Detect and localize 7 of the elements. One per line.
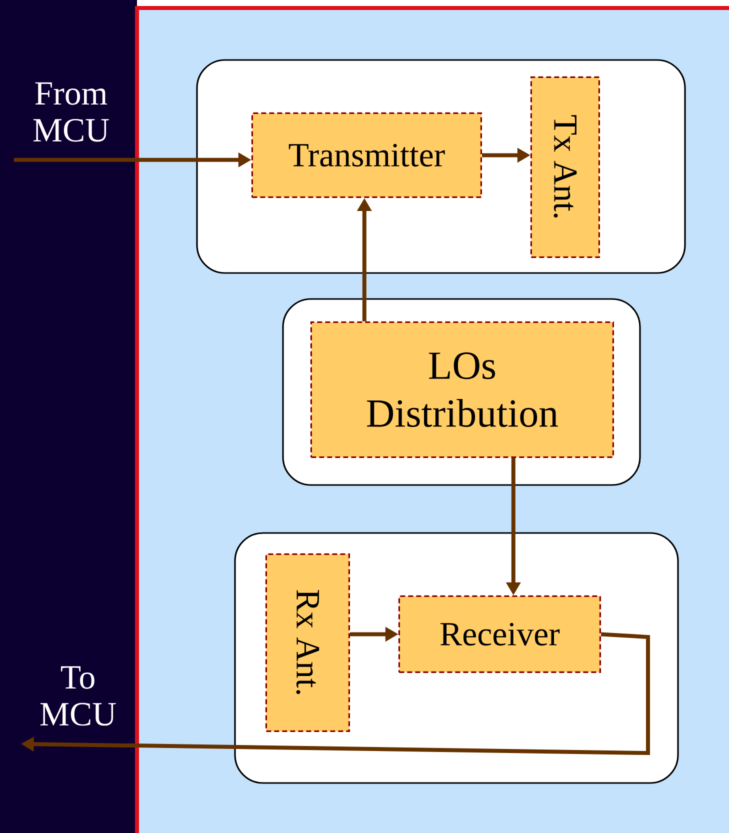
block-box: Receiver: [398, 595, 601, 673]
signal-label: From MCU: [33, 82, 109, 142]
block-box: Transmitter: [251, 112, 482, 198]
block-box: LOs Distribution: [310, 321, 614, 458]
antenna-box: Rx Ant.: [265, 553, 350, 732]
signal-label: To MCU: [40, 666, 116, 726]
antenna-box: Tx Ant.: [530, 76, 600, 258]
